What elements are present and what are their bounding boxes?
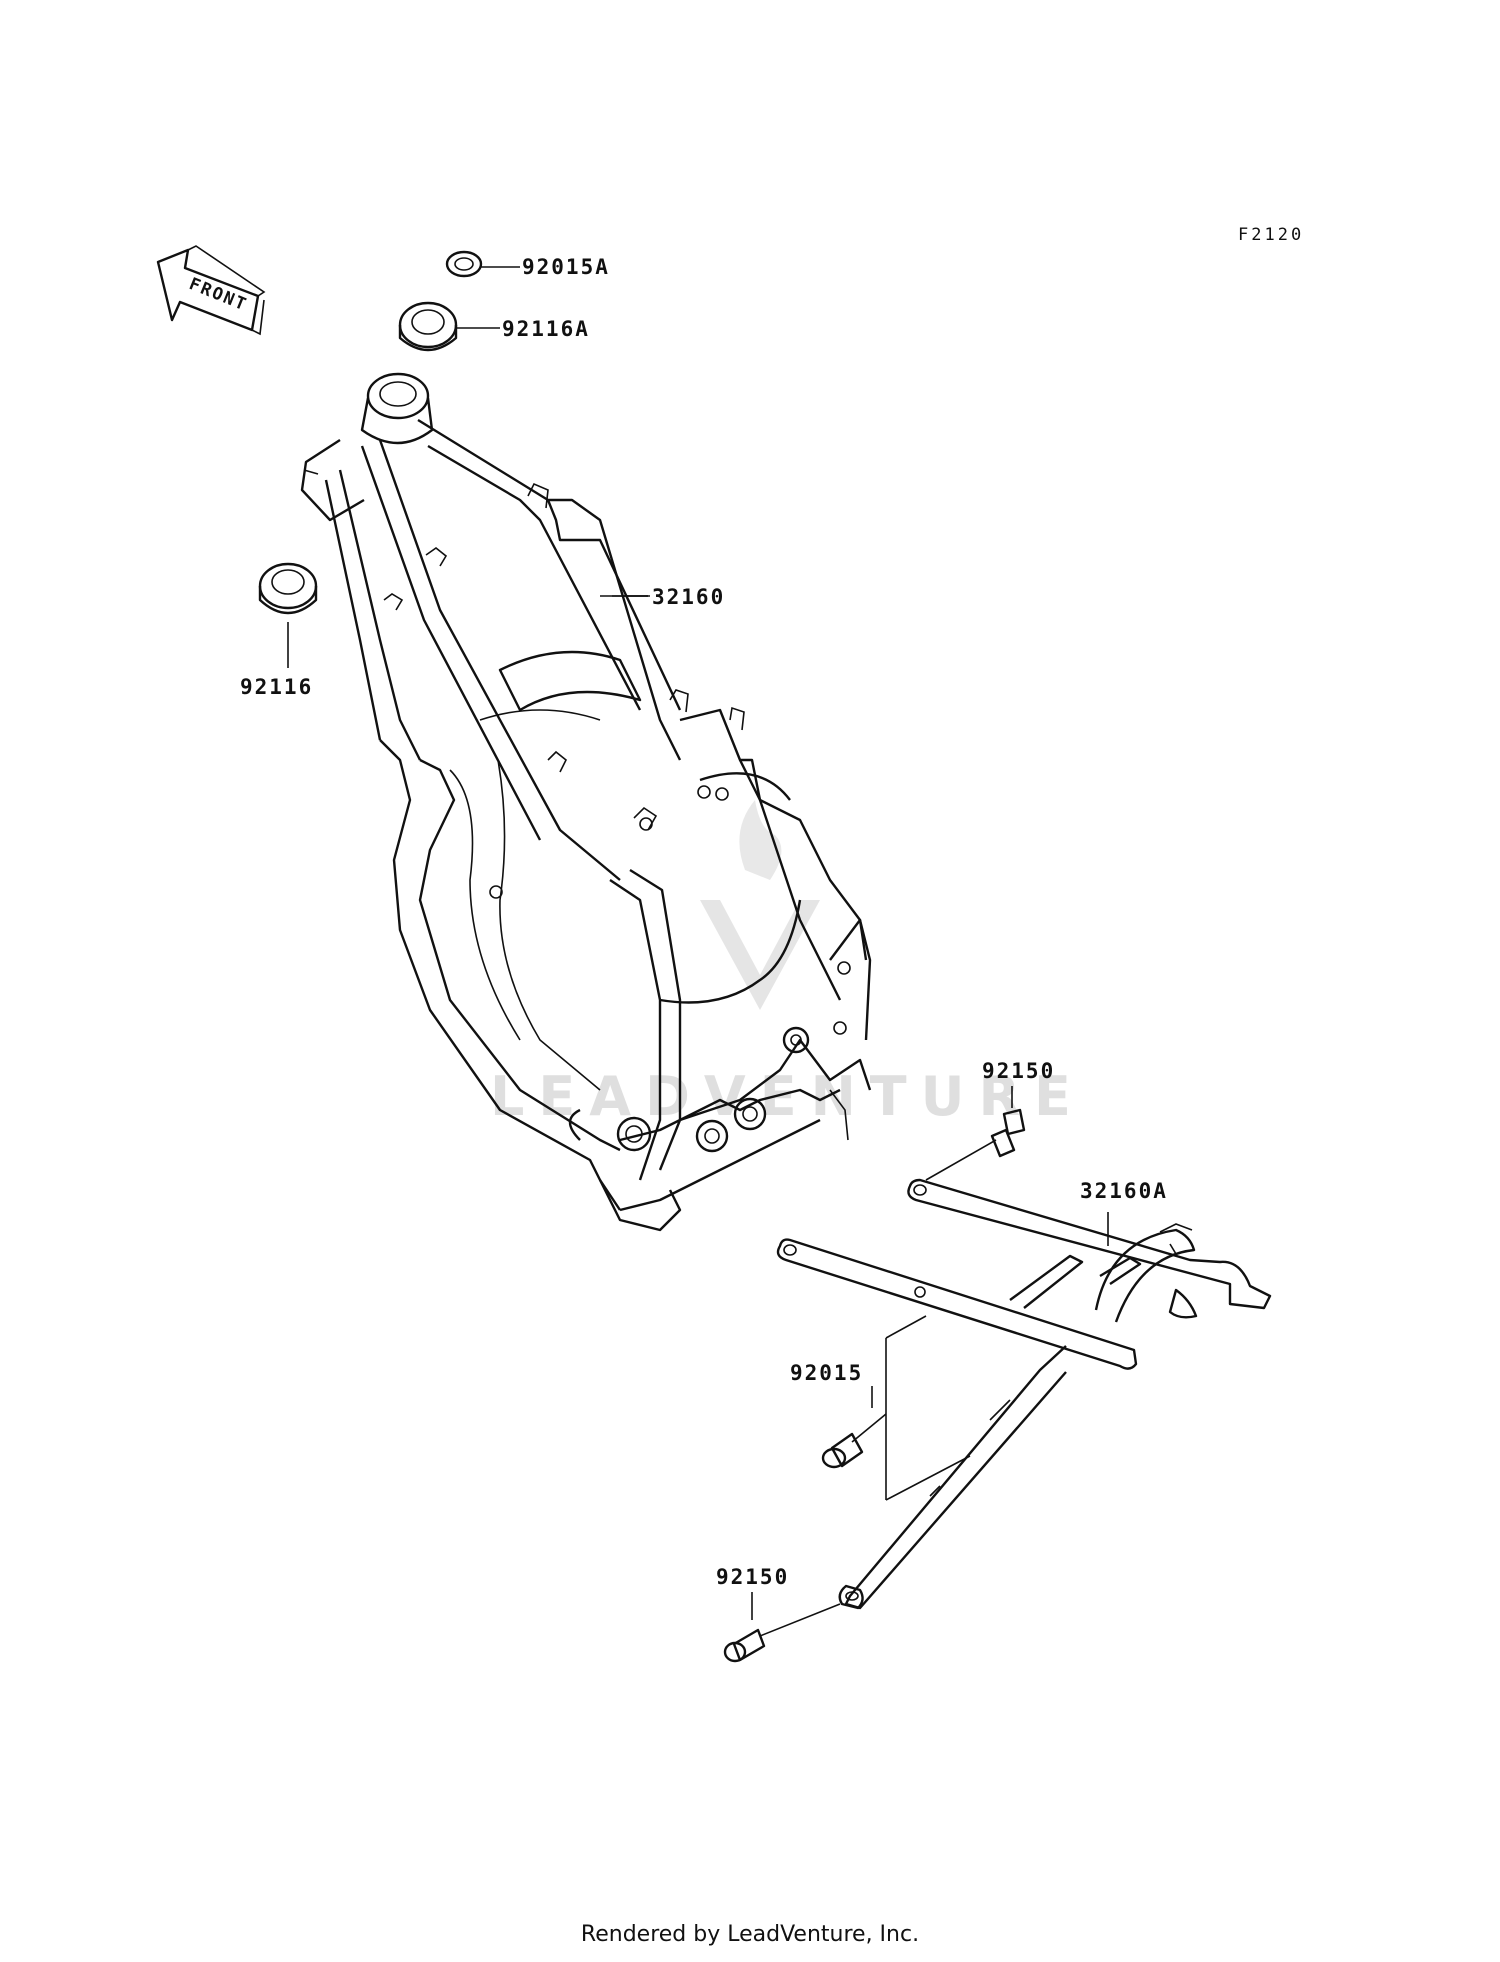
callout-92150-upper: 92150 [982,1059,1055,1083]
callout-92116A: 92116A [502,317,590,341]
subframe [776,1178,1272,1610]
bolt-upper-icon [925,1086,1026,1181]
main-frame [300,372,872,1232]
watermark-text: LEADVENTURE [490,1065,1085,1128]
diagram-code: F2120 [1238,225,1304,245]
collar-icon [821,1315,971,1501]
nut-icon [445,250,520,278]
callout-92015A: 92015A [522,255,610,279]
callout-92015: 92015 [790,1361,863,1385]
callout-32160A: 32160A [1080,1179,1168,1203]
callout-92116: 92116 [240,675,313,699]
callout-92150-lower: 92150 [716,1565,789,1589]
seal-lower-icon [258,562,318,668]
watermark-logo: LEADVENTURE [490,800,1085,1128]
render-credit: Rendered by LeadVenture, Inc. [580,1922,920,1947]
callout-32160: 32160 [652,585,725,609]
seal-upper-icon [398,301,500,352]
bolt-lower-icon [723,1592,841,1663]
front-arrow-icon: FRONT [156,245,266,336]
